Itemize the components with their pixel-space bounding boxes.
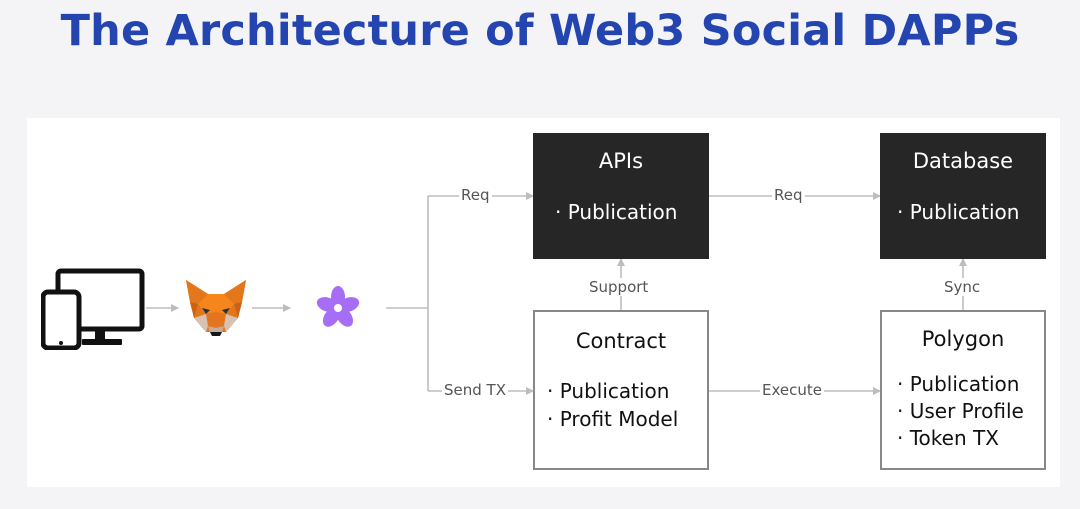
edge-label-execute: Execute [760,381,824,399]
database-box-item: · Publication [897,200,1020,224]
polygon-box-item-user-profile: · User Profile [897,399,1024,423]
edge-label-req-database: Req [772,186,805,204]
polygon-box-title: Polygon [921,327,1005,351]
apis-box-title: APIs [598,149,644,173]
apis-box-item: · Publication [555,200,678,224]
edge-label-support: Support [587,278,651,296]
polygon-box-item-publication: · Publication [897,372,1020,396]
edge-label-req-apis: Req [459,186,492,204]
contract-box-item-publication: · Publication [547,379,670,403]
page-title: The Architecture of Web3 Social DAPPs [60,6,1020,56]
contract-box: Contract · Publication · Profit Model [533,310,709,470]
metamask-fox-icon [186,280,246,336]
lens-flower-icon [316,286,360,327]
contract-box-item-profit-model: · Profit Model [547,407,679,431]
polygon-box-item-token-tx: · Token TX [897,426,999,450]
edge-label-send-tx: Send TX [442,381,508,399]
edge-label-sync: Sync [942,278,983,296]
polygon-box: Polygon · Publication · User Profile · T… [880,310,1046,470]
apis-box: APIs · Publication [533,133,709,259]
database-box: Database · Publication [880,133,1046,259]
devices-icon [41,268,145,350]
contract-box-title: Contract [575,329,667,353]
database-box-title: Database [912,149,1014,173]
